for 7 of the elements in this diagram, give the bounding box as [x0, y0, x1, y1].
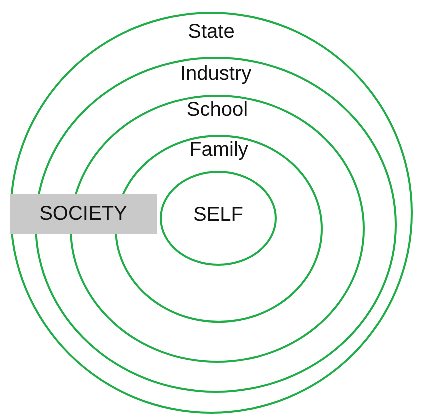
node-label: SELF	[193, 205, 244, 225]
node-label: School	[186, 100, 248, 120]
node-label: SOCIETY	[40, 202, 128, 226]
ellipse-ring	[160, 171, 277, 266]
node-label: Industry	[180, 64, 252, 84]
node-label: Family	[190, 140, 248, 160]
node-label: State	[188, 22, 235, 42]
